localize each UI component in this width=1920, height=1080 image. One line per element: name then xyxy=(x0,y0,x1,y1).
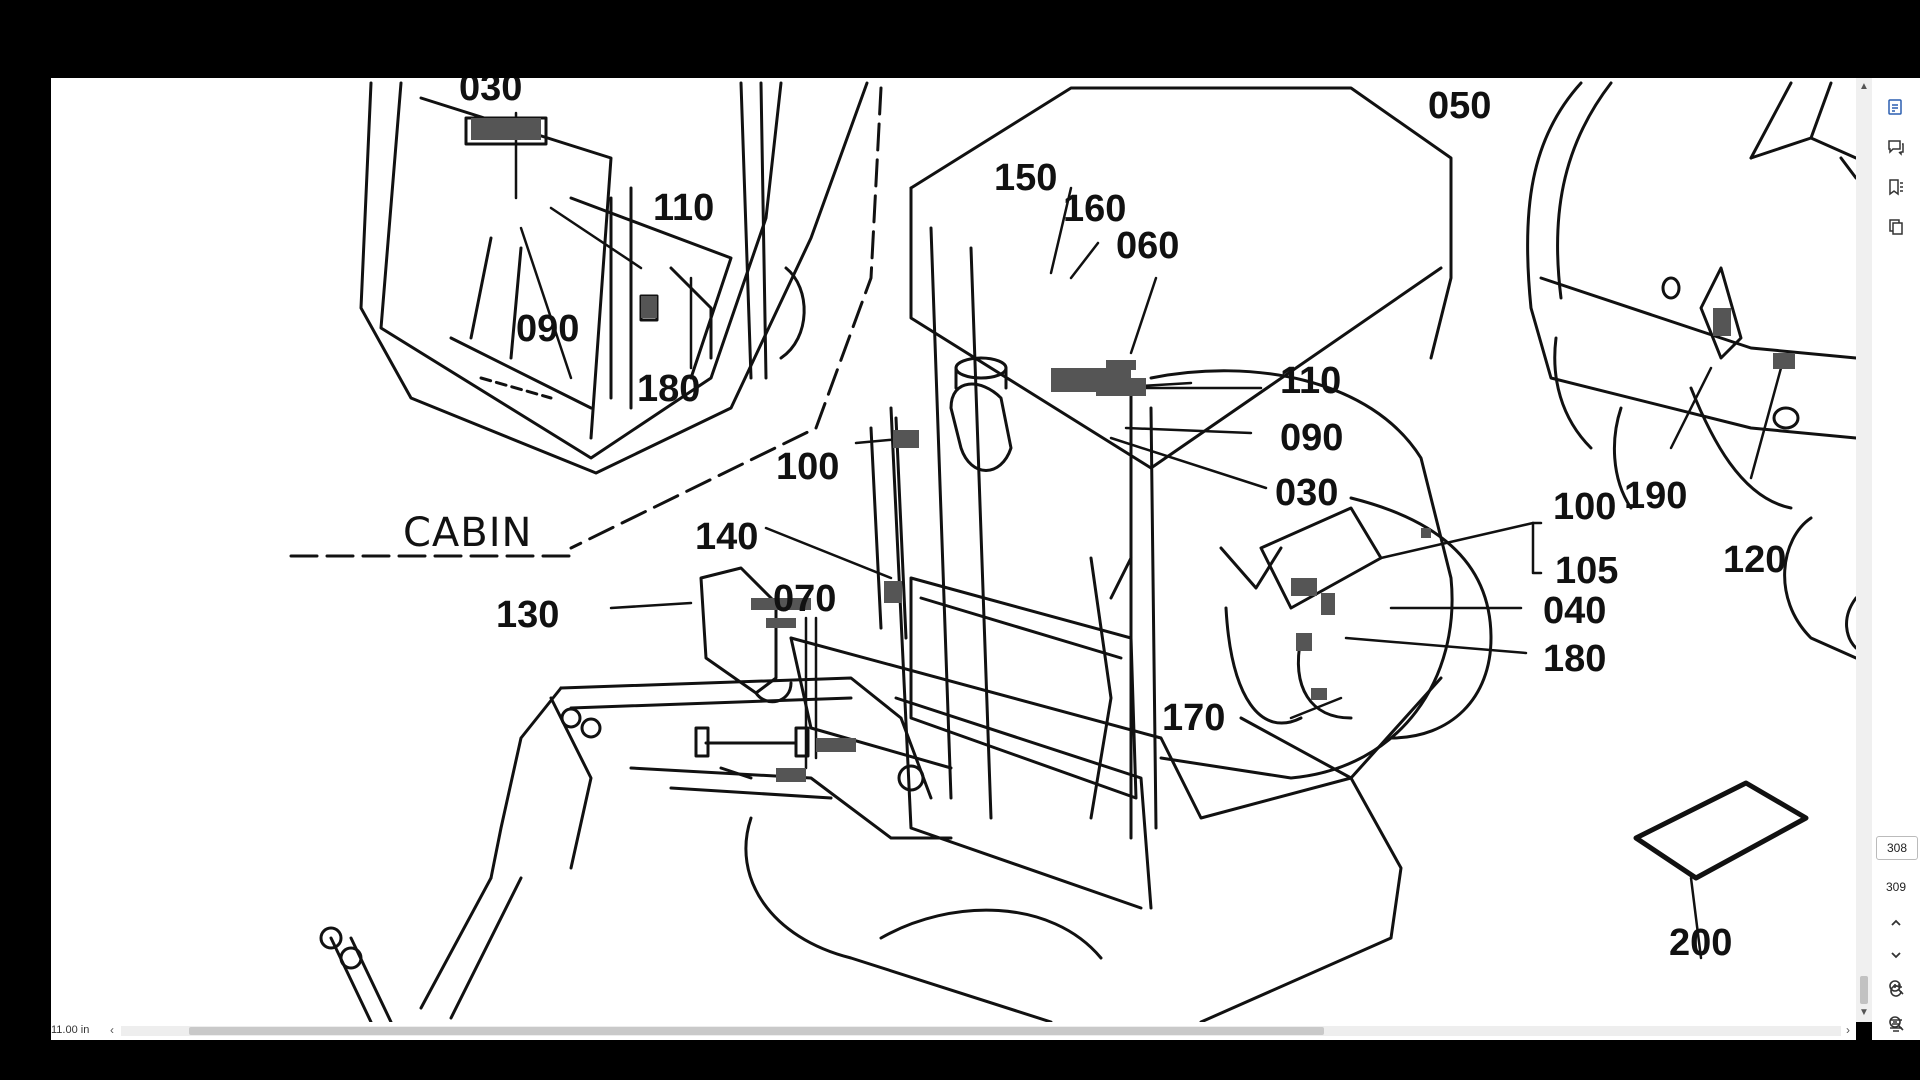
copy-pages-icon[interactable] xyxy=(1883,214,1909,240)
scroll-right-arrow-icon[interactable]: › xyxy=(1846,1023,1850,1037)
callout-170: 170 xyxy=(1162,697,1225,739)
scroll-down-arrow-icon[interactable]: ▼ xyxy=(1859,1007,1869,1018)
chevron-down-icon[interactable] xyxy=(1883,942,1909,968)
callout-130: 130 xyxy=(496,594,559,636)
callout-200: 200 xyxy=(1669,922,1732,964)
callout-180: 180 xyxy=(1543,638,1606,680)
callout-070: 070 xyxy=(773,578,836,620)
horizontal-scrollbar[interactable]: 11.00 in ‹ › xyxy=(51,1022,1856,1040)
decal-markers xyxy=(471,118,1795,782)
callout-120: 120 xyxy=(1723,539,1786,581)
callout-050: 050 xyxy=(1428,85,1491,127)
callout-160: 160 xyxy=(1063,188,1126,230)
bookmark-list-icon[interactable] xyxy=(1883,174,1909,200)
excavator-illustration xyxy=(319,86,1493,1022)
callout-030: 030 xyxy=(1275,472,1338,514)
callout-110: 110 xyxy=(1280,360,1341,402)
right-toolbar: 308 309 xyxy=(1872,78,1920,1040)
callout-180-cabin: 180 xyxy=(637,368,700,410)
callout-150: 150 xyxy=(994,157,1057,199)
scroll-left-arrow-icon[interactable]: ‹ xyxy=(110,1023,114,1037)
leader-lines xyxy=(514,111,1783,960)
manual-200 xyxy=(1633,780,1809,881)
vertical-scroll-thumb[interactable] xyxy=(1860,976,1868,1004)
scroll-up-arrow-icon[interactable]: ▲ xyxy=(1859,81,1869,92)
horizontal-scroll-thumb[interactable] xyxy=(189,1027,1324,1035)
bracket-130 xyxy=(699,566,793,704)
comments-icon[interactable] xyxy=(1883,134,1909,160)
callout-140: 140 xyxy=(695,516,758,558)
zoom-out-icon[interactable] xyxy=(1883,1010,1909,1036)
page-size-readout: 11.00 in xyxy=(51,1024,90,1036)
callout-105: 105 xyxy=(1555,550,1618,592)
callout-040: 040 xyxy=(1543,590,1606,632)
zoom-in-icon[interactable] xyxy=(1883,974,1909,1000)
callout-110-cabin: 110 xyxy=(653,187,714,229)
callout-190: 190 xyxy=(1624,475,1687,517)
vertical-scrollbar[interactable]: ▲ ▼ xyxy=(1856,78,1872,1022)
callout-090-cabin: 090 xyxy=(516,308,579,350)
callout-100-right: 100 xyxy=(1553,486,1616,528)
current-page-number[interactable]: 308 xyxy=(1876,836,1918,860)
cabin-label: CABIN xyxy=(403,510,532,556)
callout-090: 090 xyxy=(1280,417,1343,459)
callout-060: 060 xyxy=(1116,225,1179,267)
callout-labels: 030 110 090 180 CABIN 050 150 160 060 11… xyxy=(403,78,1786,964)
fit-page-icon[interactable] xyxy=(1883,1012,1909,1038)
document-viewer[interactable]: 030 110 090 180 CABIN 050 150 160 060 11… xyxy=(51,78,1856,1022)
parts-diagram: 030 110 090 180 CABIN 050 150 160 060 11… xyxy=(289,78,1856,1022)
next-page-number[interactable]: 309 xyxy=(1885,880,1907,894)
callout-030-top: 030 xyxy=(459,78,522,109)
rear-inset-illustration xyxy=(1526,81,1856,660)
callout-100-left: 100 xyxy=(776,446,839,488)
chevron-up-icon[interactable] xyxy=(1883,910,1909,936)
edit-page-icon[interactable] xyxy=(1883,94,1909,120)
horizontal-scroll-track[interactable] xyxy=(121,1026,1841,1036)
